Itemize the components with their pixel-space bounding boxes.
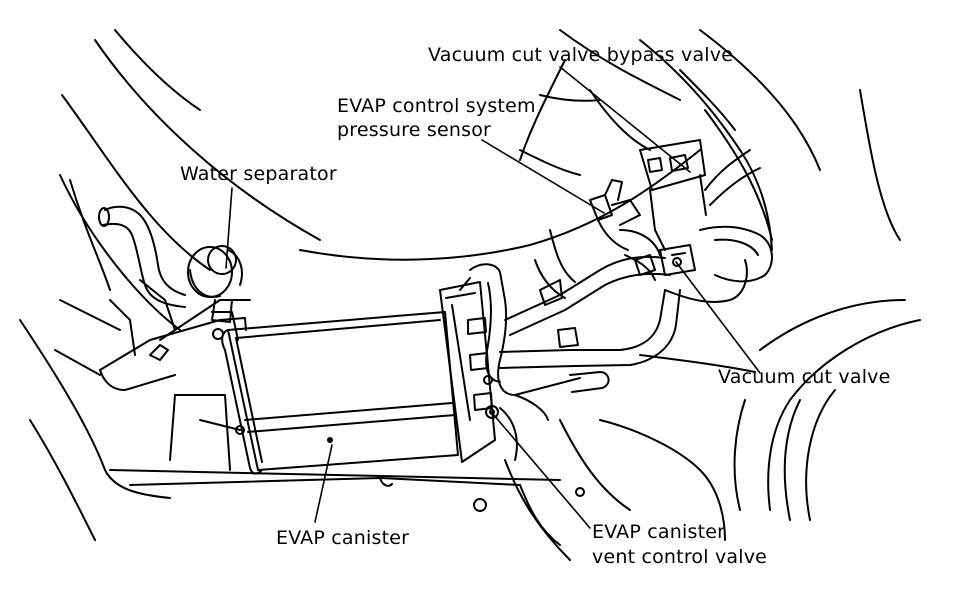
leader-pressure-sensor	[482, 140, 604, 213]
leader-bypass-valve	[560, 67, 690, 172]
label-evap-vent-control-valve-line1: EVAP canister	[592, 521, 726, 543]
label-vacuum-cut-valve: Vacuum cut valve	[718, 366, 891, 388]
water-separator	[188, 246, 242, 322]
leader-vent-control-valve	[493, 414, 590, 528]
left-hose	[99, 207, 185, 307]
label-evap-pressure-sensor-line2: pressure sensor	[337, 119, 492, 141]
fasteners	[380, 376, 584, 511]
sensor-valve-cluster	[535, 140, 772, 302]
label-evap-vent-control-valve-line2: vent control valve	[592, 546, 768, 568]
leader-water-separator	[226, 188, 232, 268]
leader-vacuum-cut-valve	[676, 262, 760, 373]
evap-canister	[212, 312, 458, 474]
label-water-separator: Water separator	[180, 163, 337, 185]
purge-hoses	[470, 257, 680, 460]
label-evap-pressure-sensor-line1: EVAP control system	[337, 95, 536, 117]
label-vacuum-cut-valve-bypass-valve: Vacuum cut valve bypass valve	[428, 44, 734, 66]
label-evap-canister: EVAP canister	[276, 527, 410, 549]
mounting-bracket	[55, 280, 250, 470]
body-contours	[20, 30, 920, 560]
canister-end-cap	[440, 278, 495, 462]
leader-evap-canister	[315, 445, 332, 522]
leader-lines	[226, 67, 760, 528]
